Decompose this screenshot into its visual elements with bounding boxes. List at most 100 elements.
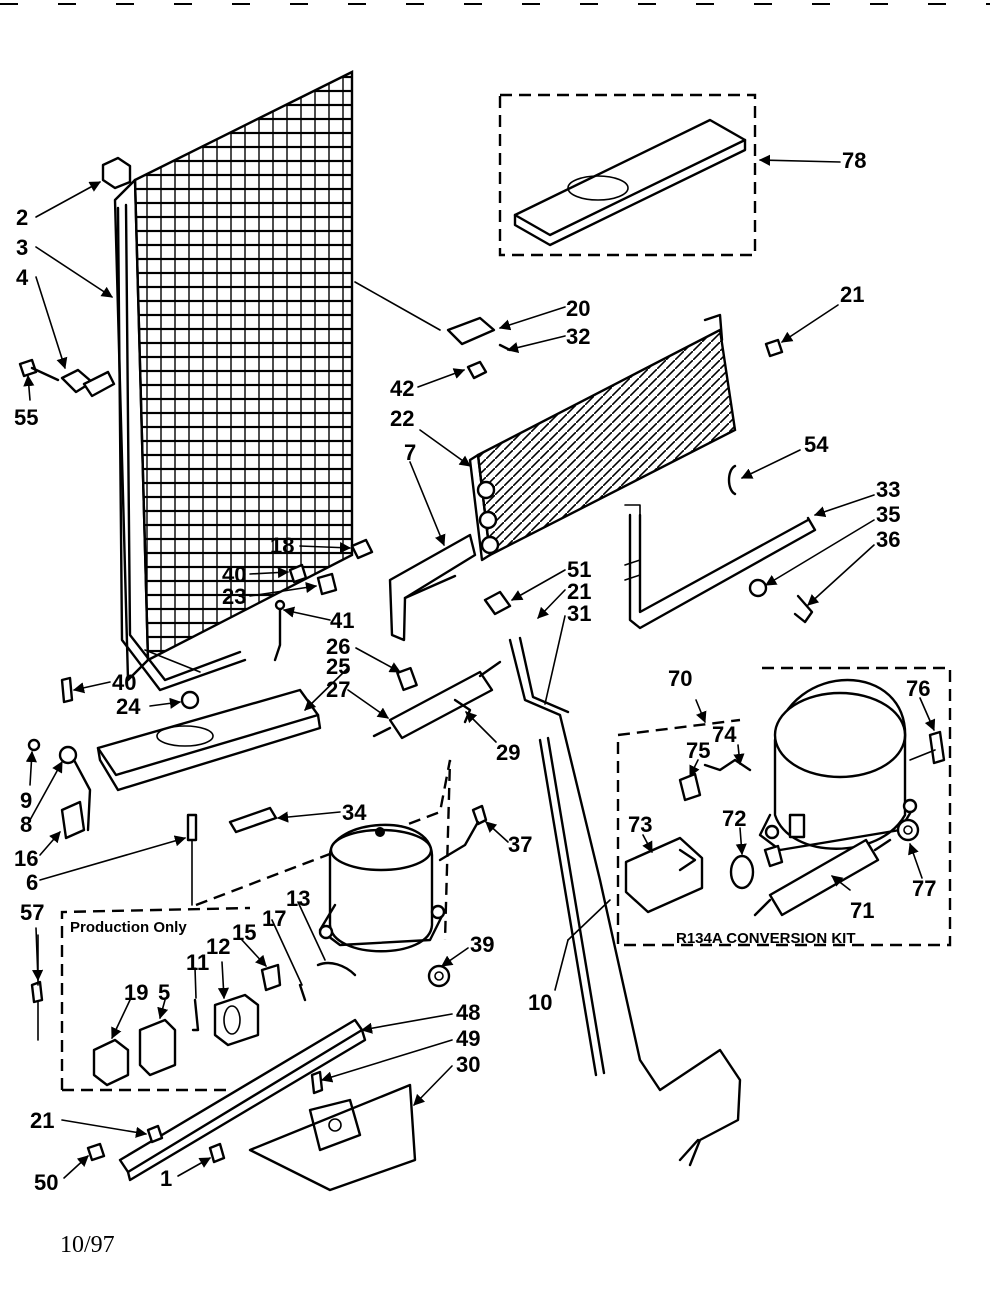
label-70: 70 xyxy=(668,666,692,691)
capacitor-part-12 xyxy=(213,993,260,1047)
clip-part-9 xyxy=(27,738,41,752)
screw-part-18 xyxy=(350,538,374,560)
label-5: 5 xyxy=(158,980,170,1005)
clip-part-54 xyxy=(727,464,737,496)
screw-part-1 xyxy=(208,1142,226,1164)
label-8: 8 xyxy=(20,812,32,837)
grommet-part-24 xyxy=(180,690,200,710)
label-7: 7 xyxy=(404,440,416,465)
tube-part-10 xyxy=(538,736,606,1077)
footer-date: 10/97 xyxy=(60,1232,115,1258)
relay-part-19 xyxy=(92,1038,130,1087)
compressor-part-70 xyxy=(758,679,918,852)
label-33: 33 xyxy=(876,477,900,502)
screw-part-40-upper xyxy=(288,563,308,584)
overload-part-5 xyxy=(138,1018,177,1077)
leader-lines xyxy=(23,154,936,1179)
tube-part-34 xyxy=(228,806,278,834)
label-35: 35 xyxy=(876,502,900,527)
label-18: 18 xyxy=(270,533,294,558)
label-73: 73 xyxy=(628,812,652,837)
production-only-box: Production Only xyxy=(60,906,251,1092)
label-37: 37 xyxy=(508,832,532,857)
label-76: 76 xyxy=(906,676,930,701)
clip-part-23 xyxy=(316,572,338,596)
label-29: 29 xyxy=(496,740,520,765)
connector-part-16 xyxy=(60,800,86,840)
drain-tube-part-6 xyxy=(186,813,198,906)
screw-part-49 xyxy=(310,1070,324,1095)
condenser-coil xyxy=(113,70,354,692)
label-6: 6 xyxy=(26,870,38,895)
compressor-main xyxy=(195,759,452,953)
label-34: 34 xyxy=(342,800,367,825)
label-2: 2 xyxy=(16,205,28,230)
label-17: 17 xyxy=(262,906,286,931)
label-74: 74 xyxy=(712,722,737,747)
bracket-part-51 xyxy=(483,590,512,616)
condenser-clip-part-2 xyxy=(101,156,132,190)
label-20: 20 xyxy=(566,296,590,321)
screw-part-21-base xyxy=(146,1124,164,1144)
label-11: 11 xyxy=(186,950,209,975)
harness-part-13 xyxy=(316,961,357,977)
label-72: 72 xyxy=(722,806,746,831)
label-13: 13 xyxy=(286,886,310,911)
label-21-top: 21 xyxy=(840,282,864,307)
evaporator-coil xyxy=(468,313,737,562)
label-16: 16 xyxy=(14,846,38,871)
defrost-heater-part-33 xyxy=(624,504,817,630)
clip-part-11 xyxy=(191,998,200,1032)
clip-part-36 xyxy=(793,594,814,624)
label-19: 19 xyxy=(124,980,148,1005)
cover-part-15 xyxy=(260,963,282,992)
grommet-part-35 xyxy=(748,578,768,598)
label-9: 9 xyxy=(20,788,32,813)
label-50: 50 xyxy=(34,1170,58,1195)
label-42: 42 xyxy=(390,376,414,401)
drier-part-27 xyxy=(372,660,502,740)
clip-part-41 xyxy=(273,599,286,662)
grommet-part-39 xyxy=(427,964,451,988)
label-48: 48 xyxy=(456,1000,480,1025)
start-device-part-73 xyxy=(624,836,704,914)
label-21-base: 21 xyxy=(30,1108,54,1133)
label-49: 49 xyxy=(456,1026,480,1051)
screw-part-42 xyxy=(466,360,488,380)
clip-part-8 xyxy=(58,745,92,832)
screw-part-37 xyxy=(438,804,488,862)
grommet-part-77 xyxy=(896,818,920,842)
base-bracket-part-30 xyxy=(248,1083,417,1192)
tube-part-76 xyxy=(909,730,946,765)
conversion-kit-box: R134A CONVERSION KIT xyxy=(616,666,952,947)
cover-part-72 xyxy=(729,844,784,890)
label-36: 36 xyxy=(876,527,900,552)
drain-pan-part-78 xyxy=(498,93,757,257)
condenser-bracket-part-4 xyxy=(60,368,116,398)
label-32: 32 xyxy=(566,324,590,349)
label-57: 57 xyxy=(20,900,44,925)
tube-part-31 xyxy=(508,636,742,1167)
label-30: 30 xyxy=(456,1052,480,1077)
label-26: 26 xyxy=(326,634,350,659)
label-4: 4 xyxy=(16,265,29,290)
drain-trough-part-7 xyxy=(388,533,477,642)
label-25: 25 xyxy=(326,654,350,679)
screw-part-55 xyxy=(18,358,60,382)
label-24: 24 xyxy=(116,694,141,719)
drier-part-71 xyxy=(753,838,892,917)
label-31: 31 xyxy=(567,601,591,626)
screw-part-50 xyxy=(86,1142,106,1162)
clip-part-17 xyxy=(298,983,307,1002)
part-labels: 2 3 4 55 20 32 42 22 7 21 54 33 35 36 78… xyxy=(14,148,936,1195)
label-54: 54 xyxy=(804,432,829,457)
label-15: 15 xyxy=(232,920,256,945)
conversion-kit-label: R134A CONVERSION KIT xyxy=(676,930,855,947)
relay-part-75 xyxy=(678,772,702,802)
label-51: 51 xyxy=(567,557,591,582)
label-1: 1 xyxy=(160,1166,172,1191)
label-12: 12 xyxy=(206,934,230,959)
label-10: 10 xyxy=(528,990,552,1015)
label-78: 78 xyxy=(842,148,866,173)
